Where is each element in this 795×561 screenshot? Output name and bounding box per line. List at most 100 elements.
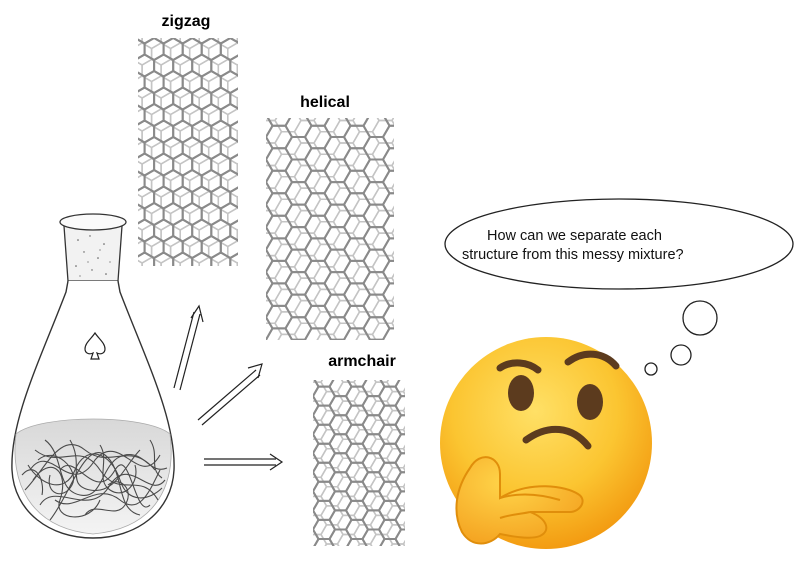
armchair-lattice-back-cell bbox=[387, 544, 409, 561]
zigzag-lattice-cell bbox=[107, 137, 126, 159]
helical-lattice-back-cell bbox=[236, 222, 262, 245]
flask-stopper bbox=[64, 226, 122, 281]
armchair-lattice-back-cell bbox=[404, 477, 426, 496]
armchair-lattice-cell bbox=[280, 539, 302, 558]
zigzag-lattice-back-cell bbox=[114, 175, 133, 197]
armchair-lattice-cell bbox=[297, 358, 319, 377]
armchair-lattice-cell bbox=[280, 349, 302, 368]
zigzag-lattice-cell bbox=[221, 269, 240, 291]
armchair-lattice-cell bbox=[280, 425, 302, 444]
zigzag-lattice-back-cell bbox=[237, 60, 256, 82]
zigzag-lattice-back-cell bbox=[256, 60, 275, 82]
helical-lattice-cell bbox=[403, 205, 429, 228]
armchair-lattice-cell bbox=[412, 406, 434, 425]
zigzag-lattice-cell bbox=[249, 187, 268, 209]
helical-lattice-cell bbox=[403, 92, 429, 115]
zigzag-lattice-back-cell bbox=[114, 76, 133, 98]
helical-lattice-back-cell bbox=[236, 199, 262, 222]
helical-lattice-cell bbox=[403, 340, 429, 363]
armchair-lattice-back-cell bbox=[404, 439, 426, 458]
armchair-lattice-back-cell bbox=[321, 544, 343, 561]
armchair-lattice-cell bbox=[412, 539, 434, 558]
zigzag-lattice-back-cell bbox=[256, 27, 275, 49]
armchair-lattice-cell bbox=[363, 549, 385, 561]
emoji-right-eye bbox=[577, 384, 603, 420]
zigzag-lattice-back-cell bbox=[247, 109, 266, 131]
armchair-nanotube bbox=[280, 349, 434, 561]
helical-lattice-cell bbox=[247, 92, 273, 115]
helical-lattice-cell bbox=[227, 328, 253, 351]
armchair-lattice-back-cell bbox=[288, 468, 310, 487]
armchair-lattice-back-cell bbox=[305, 363, 327, 382]
thought-dot-small bbox=[645, 363, 657, 375]
helical-lattice-cell bbox=[247, 340, 273, 363]
flask-stopper-top bbox=[60, 214, 126, 230]
armchair-lattice-cell bbox=[412, 425, 434, 444]
helical-lattice-back-cell bbox=[392, 334, 418, 357]
zigzag-lattice-cell bbox=[116, 154, 135, 176]
armchair-lattice-back-cell bbox=[371, 554, 393, 561]
zigzag-lattice-cell bbox=[116, 55, 135, 77]
zigzag-lattice-cell bbox=[116, 88, 135, 110]
zigzag-lattice-back-cell bbox=[247, 142, 266, 164]
helical-lattice-cell bbox=[403, 115, 429, 138]
helical-lattice-back-cell bbox=[295, 346, 321, 369]
zigzag-lattice-back-cell bbox=[228, 10, 247, 32]
zigzag-lattice-back-cell bbox=[247, 10, 266, 32]
zigzag-lattice-back-cell bbox=[228, 274, 247, 296]
helical-lattice-back-cell bbox=[353, 87, 379, 110]
helical-lattice-back-cell bbox=[236, 267, 262, 290]
armchair-lattice-cell bbox=[412, 349, 434, 368]
armchair-lattice-cell bbox=[412, 444, 434, 463]
helical-lattice-cell bbox=[227, 283, 253, 306]
zigzag-lattice-back-cell bbox=[237, 192, 256, 214]
zigzag-lattice-back-cell bbox=[256, 93, 275, 115]
helical-lattice-back-cell bbox=[392, 267, 418, 290]
armchair-lattice-back-cell bbox=[288, 430, 310, 449]
armchair-lattice-back-cell bbox=[404, 458, 426, 477]
armchair-lattice-back-cell bbox=[288, 525, 310, 544]
armchair-lattice-back-cell bbox=[288, 487, 310, 506]
armchair-lattice-cell bbox=[280, 463, 302, 482]
helical-lattice-cell bbox=[227, 351, 253, 374]
armchair-lattice-back-cell bbox=[288, 411, 310, 430]
zigzag-lattice-back-cell bbox=[133, 274, 152, 296]
double-arrow-to-helical bbox=[198, 364, 262, 425]
double-arrow-to-armchair bbox=[204, 454, 282, 470]
zigzag-lattice-back-cell bbox=[114, 10, 133, 32]
zigzag-lattice-back-cell bbox=[133, 10, 152, 32]
zigzag-lattice-back-cell bbox=[247, 43, 266, 65]
zigzag-lattice-cell bbox=[126, 269, 145, 291]
helical-lattice-back-cell bbox=[392, 222, 418, 245]
zigzag-lattice-cell bbox=[249, 253, 268, 275]
helical-lattice-cell bbox=[403, 137, 429, 160]
armchair-lattice-back-cell bbox=[338, 554, 360, 561]
armchair-lattice-cell bbox=[280, 482, 302, 501]
helical-lattice-back-cell bbox=[256, 98, 282, 121]
helical-lattice-back-cell bbox=[236, 109, 262, 132]
double-arrow-to-zigzag bbox=[174, 306, 203, 390]
zigzag-lattice-cell bbox=[145, 269, 164, 291]
armchair-lattice-cell bbox=[412, 463, 434, 482]
zigzag-lattice-cell bbox=[126, 5, 145, 27]
helical-lattice-back-cell bbox=[392, 177, 418, 200]
armchair-lattice-back-cell bbox=[288, 544, 310, 561]
armchair-lattice-back-cell bbox=[288, 354, 310, 373]
helical-lattice-back-cell bbox=[373, 98, 399, 121]
label-helical: helical bbox=[300, 94, 350, 111]
armchair-lattice-cell bbox=[280, 387, 302, 406]
armchair-lattice-cell bbox=[412, 520, 434, 539]
helical-lattice-cell bbox=[403, 272, 429, 295]
armchair-lattice-back-cell bbox=[404, 496, 426, 515]
thought-bubble-line2: structure from this messy mixture? bbox=[462, 247, 684, 263]
thought-dot-medium bbox=[671, 345, 691, 365]
zigzag-lattice-back-cell bbox=[247, 175, 266, 197]
helical-lattice-cell bbox=[305, 351, 331, 374]
zigzag-lattice-back-cell bbox=[114, 142, 133, 164]
zigzag-lattice-cell bbox=[107, 5, 126, 27]
zigzag-lattice-back-cell bbox=[247, 274, 266, 296]
zigzag-lattice-cell bbox=[107, 104, 126, 126]
label-armchair: armchair bbox=[328, 353, 396, 370]
helical-lattice-cell bbox=[403, 227, 429, 250]
zigzag-lattice-cell bbox=[240, 5, 259, 27]
